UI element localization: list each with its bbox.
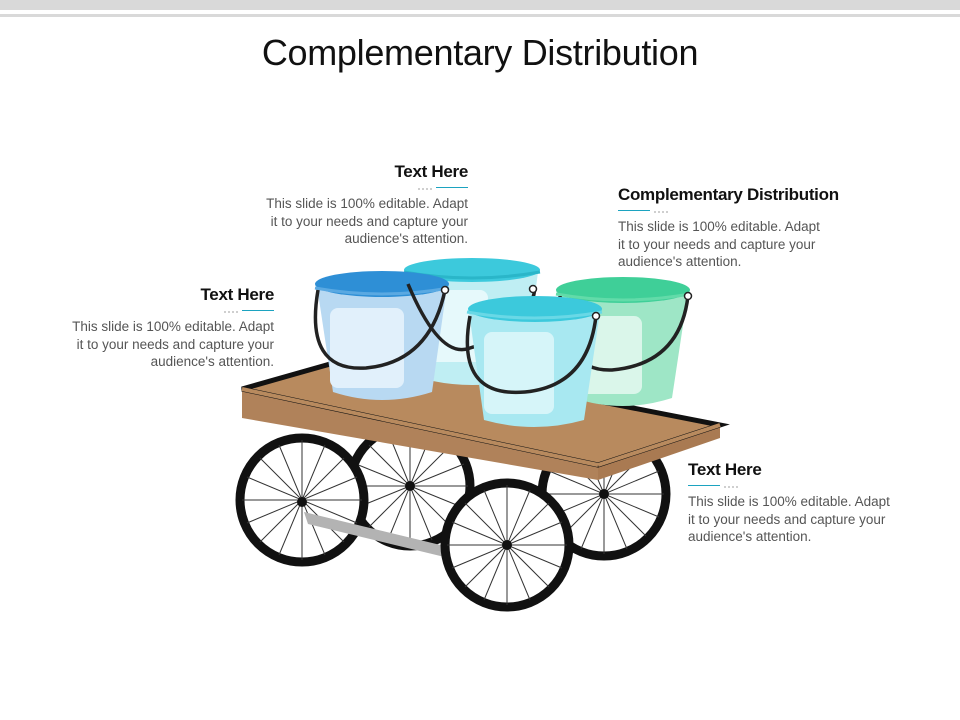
callout-accent-rule <box>688 483 928 491</box>
callout-body: This slide is 100% editable. Adapt it to… <box>72 319 274 369</box>
top-decor-bar <box>0 0 960 10</box>
callout-top-center: Text Here This slide is 100% editable. A… <box>238 162 468 248</box>
callout-middle-left: Text Here This slide is 100% editable. A… <box>44 285 274 371</box>
top-decor-line <box>0 14 960 17</box>
callout-heading: Complementary Distribution <box>618 185 839 204</box>
callout-body: This slide is 100% editable. Adapt it to… <box>266 196 468 246</box>
callout-top-right: Complementary Distribution This slide is… <box>618 185 888 271</box>
callout-accent-rule <box>238 185 468 193</box>
callout-heading: Text Here <box>394 162 468 181</box>
callout-accent-rule <box>618 208 888 216</box>
callout-body: This slide is 100% editable. Adapt it to… <box>618 219 820 269</box>
bucket-blue <box>313 271 450 400</box>
wheel-front-right <box>440 478 574 612</box>
callout-body: This slide is 100% editable. Adapt it to… <box>688 494 890 544</box>
callout-accent-rule <box>44 308 274 316</box>
callout-bottom-right: Text Here This slide is 100% editable. A… <box>688 460 928 546</box>
wheel-front-left <box>235 433 369 567</box>
callout-heading: Text Here <box>688 460 762 479</box>
bucket-front-cyan <box>465 296 603 427</box>
slide-title: Complementary Distribution <box>261 32 699 73</box>
callout-heading: Text Here <box>200 285 274 304</box>
